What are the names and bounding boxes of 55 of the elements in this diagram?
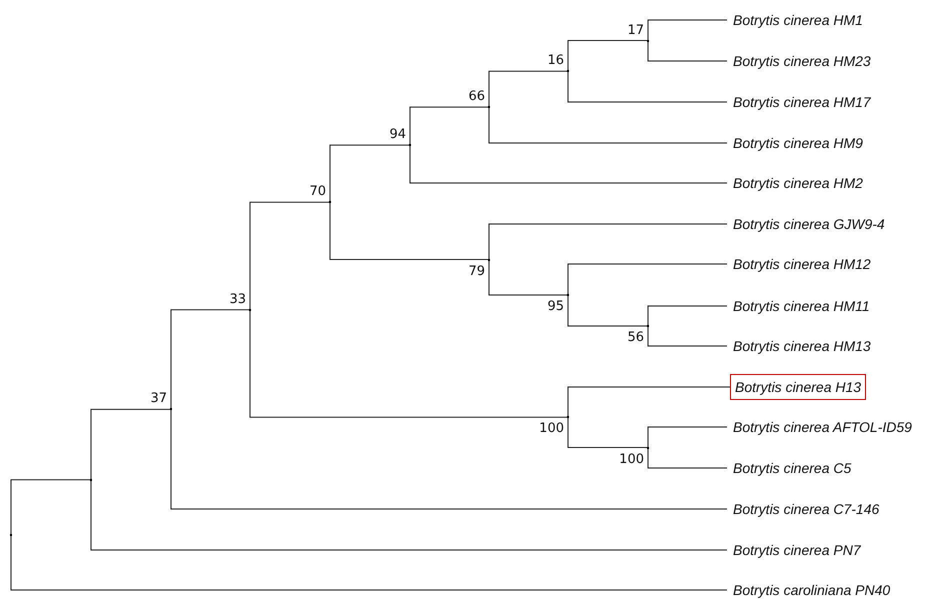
tree-branch bbox=[170, 309, 250, 410]
bootstrap-value: 17 bbox=[627, 22, 644, 38]
tree-branch bbox=[648, 306, 728, 326]
tree-branch bbox=[90, 479, 728, 550]
taxon-label: Botrytis cinerea AFTOL-ID59 bbox=[727, 418, 916, 436]
taxon-label: Botrytis cinerea GJW9-4 bbox=[727, 215, 889, 233]
tree-branch bbox=[568, 70, 728, 102]
tree-branch bbox=[90, 408, 172, 480]
tree-branch bbox=[170, 408, 728, 510]
tree-branch bbox=[488, 106, 728, 144]
tree-branch bbox=[568, 40, 648, 72]
taxon-label: Botrytis cinerea HM17 bbox=[727, 93, 875, 111]
taxon-label: Botrytis cinerea C5 bbox=[727, 459, 856, 477]
tree-branch bbox=[648, 40, 728, 62]
tree-branch bbox=[250, 202, 330, 310]
bootstrap-value: 66 bbox=[468, 89, 485, 104]
tree-branch bbox=[568, 416, 648, 448]
tree-branch bbox=[648, 426, 728, 448]
tree-branch bbox=[410, 106, 490, 146]
tree-branch bbox=[568, 264, 728, 296]
bootstrap-value: 95 bbox=[547, 299, 564, 314]
highlighted-taxon-label: Botrytis cinerea H13 bbox=[730, 374, 866, 400]
taxon-label: Botrytis cinerea HM23 bbox=[727, 52, 875, 70]
tree-branch bbox=[10, 534, 728, 590]
bootstrap-value: 100 bbox=[619, 452, 644, 466]
bootstrap-value: 33 bbox=[229, 292, 246, 307]
taxon-label: Botrytis cinerea HM9 bbox=[727, 134, 867, 152]
tree-branch bbox=[568, 294, 648, 326]
taxon-label: Botrytis cinerea HM11 bbox=[727, 297, 874, 315]
taxon-label: Botrytis cinerea PN7 bbox=[727, 541, 865, 559]
taxon-label: Botrytis cinerea C7-146 bbox=[727, 500, 884, 518]
tree-branch bbox=[648, 20, 728, 41]
bootstrap-value: 56 bbox=[627, 330, 644, 345]
tree-branch bbox=[410, 144, 728, 184]
tree-branch bbox=[568, 386, 730, 418]
tree-branch bbox=[488, 70, 568, 108]
bootstrap-value: 16 bbox=[547, 53, 564, 68]
taxon-label: Botrytis caroliniana PN40 bbox=[727, 581, 894, 599]
bootstrap-value: 37 bbox=[150, 391, 167, 406]
tree-branch bbox=[648, 326, 728, 346]
tree-branch bbox=[330, 144, 410, 203]
taxon-label: Botrytis cinerea HM13 bbox=[727, 337, 875, 355]
taxon-label: Botrytis cinerea HM12 bbox=[727, 255, 875, 273]
taxon-label: Botrytis cinerea HM2 bbox=[727, 174, 867, 192]
tree-branch bbox=[10, 479, 92, 536]
tree-branch bbox=[330, 202, 490, 260]
bootstrap-value: 100 bbox=[539, 421, 564, 436]
tree-branch bbox=[648, 447, 728, 468]
bootstrap-value: 70 bbox=[309, 184, 326, 200]
taxon-label: Botrytis cinerea HM1 bbox=[727, 11, 867, 29]
tree-branch bbox=[488, 224, 728, 260]
tree-branch bbox=[488, 259, 568, 296]
bootstrap-value: 94 bbox=[389, 127, 406, 142]
tree-branch bbox=[250, 309, 568, 418]
bootstrap-value: 79 bbox=[468, 264, 485, 278]
